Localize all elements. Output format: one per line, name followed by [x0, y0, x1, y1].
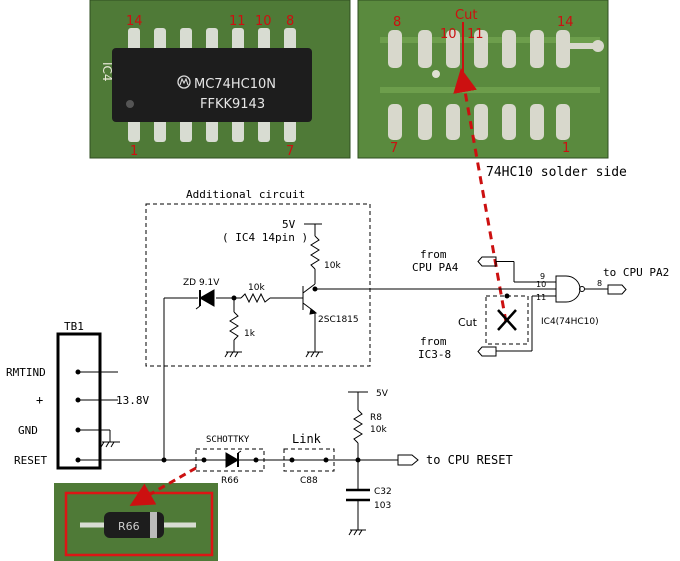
r8-ref: R8 — [370, 413, 382, 423]
supply-note: ( IC4 14pin ) — [222, 231, 308, 244]
additional-circuit-title: Additional circuit — [186, 188, 305, 201]
pin-label-1: 1 — [130, 144, 138, 159]
from-pa4-line1: from — [420, 248, 447, 261]
gate-pin-11: 11 — [536, 293, 546, 302]
solder-side-caption: 74HC10 solder side — [486, 165, 627, 180]
link-label: Link — [292, 432, 322, 446]
solder-pin-label-8: 8 — [393, 15, 401, 30]
chip-marking-line2: FFKK9143 — [200, 97, 265, 112]
diode-pointer-arrow — [129, 466, 197, 506]
from-ic3-line1: from — [420, 335, 447, 348]
chip-marking-line1: MC74HC10N — [194, 77, 276, 92]
gate-pin-8: 8 — [597, 279, 602, 288]
supply-5v-label: 5V — [282, 218, 296, 231]
ic-chip-body — [112, 48, 312, 122]
nand-gate — [370, 256, 627, 357]
chip-top-pins — [128, 28, 296, 54]
solder-pin-label-1: 1 — [562, 141, 570, 156]
board-label-ic4: IC4 — [100, 62, 114, 82]
gate-ic-label: IC4(74HC10) — [541, 317, 599, 327]
solder-pin-label-11: 11 — [467, 27, 484, 42]
diode-marking: R66 — [118, 520, 140, 533]
pin-label-14: 14 — [126, 14, 143, 29]
solder-side-photo: 8 Cut 10 11 14 7 1 — [357, 0, 609, 159]
solder-top-pads — [388, 30, 570, 68]
diode-body — [104, 512, 164, 538]
zener-label: ZD 9.1V — [183, 278, 220, 288]
chip-top-photo: MC74HC10N FFKK9143 IC4 14 11 10 8 1 7 — [89, 0, 351, 159]
solder-pin-label-7: 7 — [390, 141, 398, 156]
r-top-label: 10k — [324, 261, 341, 271]
pin-label-8: 8 — [286, 14, 294, 29]
tb1-row-rmtind: RMTIND — [6, 366, 46, 379]
pin1-dot — [126, 100, 134, 108]
solder-pin-label-10: 10 — [440, 27, 457, 42]
link-ref: C88 — [300, 476, 318, 486]
schottky-label: SCHOTTKY — [206, 435, 250, 445]
tb1-row-gnd: GND — [18, 424, 38, 437]
reset-output-label: to CPU RESET — [426, 453, 513, 467]
motorola-logo-icon — [177, 75, 191, 89]
transistor-label: 2SC1815 — [318, 315, 359, 325]
pin-label-10: 10 — [255, 14, 272, 29]
from-ic3-line2: IC3-8 — [418, 348, 451, 361]
c32-value: 103 — [374, 501, 391, 511]
r-series-label: 10k — [248, 283, 265, 293]
reset-supply-5v: 5V — [376, 389, 389, 399]
additional-circuit — [145, 203, 371, 460]
diode-cathode-band — [150, 512, 157, 538]
solder-pin-label-14: 14 — [557, 15, 574, 30]
solder-bottom-pads — [388, 104, 570, 140]
c32-ref: C32 — [374, 487, 392, 497]
diode-photo: R66 — [54, 483, 218, 561]
pin-label-11: 11 — [229, 14, 246, 29]
gate-cut-label: Cut — [458, 316, 478, 329]
tb1-row-reset: RESET — [14, 454, 47, 467]
gate-output-label: to CPU PA2 — [603, 266, 669, 279]
r8-value: 10k — [370, 425, 387, 435]
tb1-label: TB1 — [64, 320, 84, 333]
gate-pin-9: 9 — [540, 272, 545, 281]
schottky-ref: R66 — [221, 476, 239, 486]
solder-cut-label: Cut — [455, 8, 477, 23]
from-pa4-line2: CPU PA4 — [412, 261, 459, 274]
tb1-row-plus: + — [36, 393, 43, 407]
pin-label-7: 7 — [286, 144, 294, 159]
tb1-voltage: 13.8V — [116, 394, 149, 407]
gate-pin-10: 10 — [536, 280, 546, 289]
chip-bottom-pins — [128, 116, 296, 142]
reset-line — [161, 391, 419, 536]
r-shunt-label: 1k — [244, 329, 256, 339]
terminal-block — [56, 332, 360, 470]
